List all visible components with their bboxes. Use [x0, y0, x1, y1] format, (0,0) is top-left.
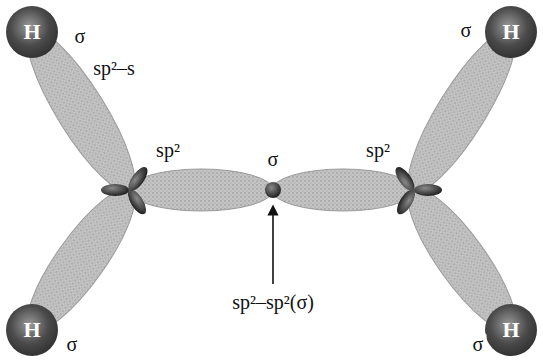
orbital-label: sp²	[363, 139, 393, 161]
orbital-label: σ	[265, 148, 282, 170]
hydrogen-atom: H	[485, 6, 537, 58]
orbital-label: sp²	[153, 139, 183, 161]
orbital-label: σ	[64, 333, 81, 355]
orbital-label: σ	[458, 19, 475, 41]
sp2-sp2-lobes	[129, 169, 414, 211]
hydrogen-atom: H	[6, 304, 58, 356]
atom-symbol: H	[502, 21, 519, 43]
hydrogen-atom: H	[485, 304, 537, 356]
atom-symbol: H	[502, 319, 519, 341]
small-back-lobes	[101, 164, 442, 217]
orbital-label: σ	[470, 333, 487, 355]
hydrogen-atom: H	[6, 6, 58, 58]
sp2-s-lobes	[11, 18, 532, 343]
orbital-label: sp²–sp²(σ)	[229, 291, 317, 313]
pointer-arrow	[272, 210, 274, 284]
overlap-dot	[265, 182, 281, 198]
atom-symbol: H	[23, 319, 40, 341]
atom-symbol: H	[23, 21, 40, 43]
orbital-label: sp²–s	[90, 57, 138, 79]
orbital-label: σ	[72, 25, 89, 47]
